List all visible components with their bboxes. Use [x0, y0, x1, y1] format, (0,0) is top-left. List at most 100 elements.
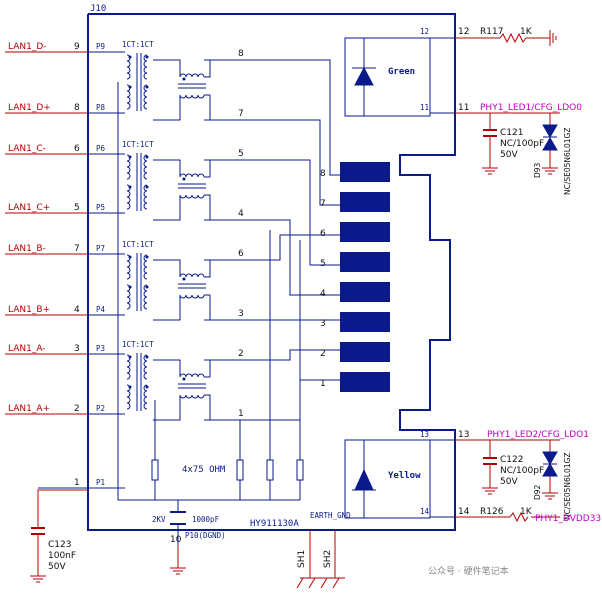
c122-volt: 50V	[500, 477, 518, 487]
cm-choke-coil	[179, 194, 205, 199]
rj45-contact-label: 2	[320, 349, 326, 359]
led-yellow-box	[344, 439, 431, 519]
primary-coil	[126, 84, 131, 110]
net-label: LAN1_B-	[8, 244, 46, 254]
pin-number: 5	[74, 203, 80, 213]
pair-label: 6	[238, 249, 244, 259]
primary-coil	[126, 54, 131, 80]
pair-label: 4	[238, 209, 244, 219]
pin-12: 12	[458, 27, 469, 37]
pin-sh1: SH1	[297, 550, 307, 568]
pin-number: 7	[74, 244, 80, 254]
primary-coil	[126, 184, 131, 210]
pair-wires	[154, 59, 340, 545]
module-designator: J10	[90, 4, 106, 14]
ratio-label: 1CT:1CT	[122, 240, 154, 249]
d93-part: NC/SE05N6L01GZ	[563, 128, 572, 195]
pin-number: 2	[74, 404, 80, 414]
net-label: LAN1_A+	[8, 404, 50, 414]
rj45-contact-label: 5	[320, 259, 326, 269]
led-yellow-label: Yellow	[388, 471, 421, 481]
pin-11: 11	[458, 103, 469, 113]
termination-label: 4x75 OHM	[182, 465, 226, 475]
pin-p-label: P3	[96, 344, 105, 353]
secondary-coil	[143, 354, 148, 380]
module-outline	[87, 13, 456, 531]
secondary-coil	[143, 54, 148, 80]
d92-part: NC/SE05N6L01GZ	[563, 453, 572, 520]
secondary-coil	[143, 84, 148, 110]
secondary-coil	[143, 284, 148, 310]
c121-ref: C121	[500, 128, 523, 138]
cap-c123	[31, 489, 88, 568]
pin-14: 14	[458, 507, 470, 517]
pin-number: 8	[74, 103, 80, 113]
c122-ref: C122	[500, 455, 523, 465]
pin-sh2: SH2	[323, 550, 333, 568]
pin-p-label: P2	[96, 404, 105, 413]
bottom-pin-wires	[177, 530, 345, 589]
rj45-contact-label: 3	[320, 319, 326, 329]
cm-choke-coil	[179, 73, 205, 78]
pin-number: 1	[74, 478, 80, 488]
net-label: LAN1_D-	[8, 42, 47, 52]
pin-number: 9	[74, 42, 80, 52]
primary-coil	[126, 154, 131, 180]
rj45-contact	[340, 222, 390, 242]
cap-voltage: 2KV	[152, 515, 166, 524]
secondary-coil	[143, 254, 148, 280]
secondary-coil	[143, 184, 148, 210]
common-mode-cap	[170, 511, 186, 525]
ratio-label: 1CT:1CT	[122, 340, 154, 349]
right-ext-wires	[455, 30, 560, 523]
cm-choke-coil	[179, 294, 205, 299]
tvs-diode-d92	[542, 451, 558, 477]
c122-value: NC/100pF	[500, 466, 544, 476]
rj45-contact	[340, 312, 390, 332]
rj45-contact-label: 6	[320, 229, 326, 239]
net-led1: PHY1_LED1/CFG_LDO0	[480, 103, 582, 113]
cm-choke-coil	[179, 94, 205, 99]
r117-ref: R117	[480, 27, 503, 37]
termination-resistors	[151, 459, 304, 481]
r117-val: 1K	[520, 27, 533, 37]
pin-p-label: P7	[96, 244, 105, 253]
inner-pin-13: 13	[420, 430, 429, 439]
led-green-label: Green	[388, 67, 415, 77]
cm-choke-coil	[179, 394, 205, 399]
pin-p-label: P9	[96, 42, 105, 51]
watermark: 公众号 · 硬件笔记本	[428, 565, 509, 577]
rj45-contact	[340, 342, 390, 362]
pin-p-label: P5	[96, 203, 105, 212]
rj45-contact	[340, 192, 390, 212]
pin-10: 10	[170, 535, 182, 545]
c121-value: NC/100pF	[500, 139, 544, 149]
pair-label: 2	[238, 349, 244, 359]
net-label: LAN1_A-	[8, 344, 46, 354]
c121-volt: 50V	[500, 150, 518, 160]
pin-number: 4	[74, 305, 80, 315]
pair-label: 1	[238, 409, 244, 419]
net-label: LAN1_C-	[8, 144, 46, 154]
transformer-group: 1CT:1CT 2 1	[117, 340, 244, 500]
r126-ref: R126	[480, 507, 504, 517]
pin-p-label: P8	[96, 103, 106, 112]
inner-pin-11: 11	[420, 103, 429, 112]
pin-number: 3	[74, 344, 80, 354]
gnd-pin-label: P10(DGND)	[185, 531, 226, 540]
cm-choke-coil	[179, 173, 205, 178]
pair-label: 5	[238, 149, 244, 159]
primary-coil	[126, 354, 131, 380]
rj45-contact	[340, 162, 390, 182]
rj45-contact	[340, 282, 390, 302]
net-led2: PHY1_LED2/CFG_LDO1	[487, 430, 589, 440]
pair-label: 7	[238, 109, 244, 119]
c123-ref: C123	[48, 540, 71, 550]
ratio-label: 1CT:1CT	[122, 40, 154, 49]
secondary-coil	[143, 154, 148, 180]
right-pin-wires	[430, 37, 455, 518]
